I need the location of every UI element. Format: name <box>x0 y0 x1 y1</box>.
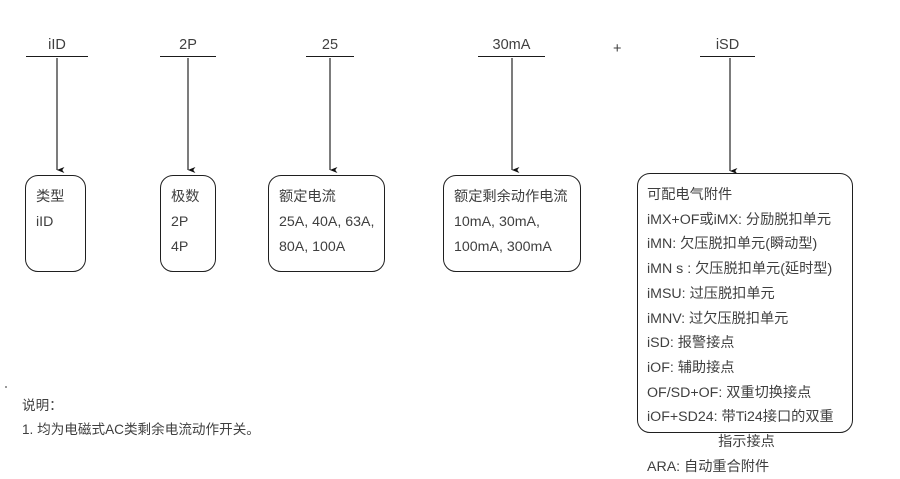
box-type: 类型 iID <box>25 175 86 272</box>
box-text-line: iMNV: 过欠压脱扣单元 <box>647 310 789 327</box>
box-text-line: 额定电流 <box>279 189 336 205</box>
footnote-block: 说明： 1. 均为电磁式AC类剩余电流动作开关。 <box>22 394 260 442</box>
box-text-line: iOF: 辅助接点 <box>647 359 735 376</box>
box-poles: 极数 2P 4P <box>160 175 216 272</box>
column-header-label: 30mA <box>492 37 531 53</box>
column-header-0: iID <box>26 36 88 57</box>
box-text-line: 类型 <box>36 189 65 205</box>
box-poles-lines: 极数 2P 4P <box>161 176 215 260</box>
box-text-line: 额定剩余动作电流 <box>454 189 568 205</box>
column-header-label: iID <box>48 37 66 53</box>
column-header-rule <box>700 56 755 57</box>
connector-arrows <box>56 58 738 174</box>
column-header-label: 2P <box>179 37 197 53</box>
footnote-line: 说明： <box>22 398 63 413</box>
stray-mark <box>5 386 7 388</box>
box-electrical-accessories: 可配电气附件 iMX+OF或iMX: 分励脱扣单元 iMN: 欠压脱扣单元(瞬动型)… <box>637 173 853 475</box>
box-rated-current: 额定电流 25A, 40A, 63A, 80A, 100A <box>268 175 385 272</box>
column-header-rule <box>26 56 88 57</box>
box-text-line: 2P <box>171 214 189 230</box>
column-header-label: 25 <box>321 37 339 53</box>
box-text-line: iMN: 欠压脱扣单元(瞬动型) <box>647 236 818 253</box>
box-rated-current-lines: 额定电流 25A, 40A, 63A, 80A, 100A <box>269 176 384 260</box>
box-text-line: 100mA, 300mA <box>454 239 552 255</box>
column-header-label: iSD <box>715 37 740 53</box>
box-text-line: iMSU: 过压脱扣单元 <box>647 285 775 302</box>
plus-operator: + <box>613 41 622 57</box>
box-text-line: 25A, 40A, 63A, <box>279 214 375 230</box>
box-text-line: iMN s : 欠压脱扣单元(延时型) <box>647 261 833 278</box>
box-type-lines: 类型 iID <box>26 176 85 235</box>
footnote-line: 1. 均为电磁式AC类剩余电流动作开关。 <box>22 422 260 437</box>
box-text-line: iOF+SD24: 带Ti24接口的双重 <box>647 409 834 426</box>
column-header-rule <box>160 56 216 57</box>
box-text-line: iID <box>36 214 54 230</box>
column-header-rule <box>306 56 354 57</box>
box-text-line: iSD: 报警接点 <box>647 335 735 352</box>
box-electrical-accessories-lines: 可配电气附件 iMX+OF或iMX: 分励脱扣单元 iMN: 欠压脱扣单元(瞬动型)… <box>638 174 852 479</box>
box-text-line: 10mA, 30mA, <box>454 214 540 230</box>
box-rated-residual-current: 额定剩余动作电流 10mA, 30mA, 100mA, 300mA <box>443 175 581 272</box>
box-text-line: iMX+OF或iMX: 分励脱扣单元 <box>647 211 832 228</box>
column-header-1: 2P <box>160 36 216 57</box>
box-rated-residual-current-lines: 额定剩余动作电流 10mA, 30mA, 100mA, 300mA <box>444 176 580 260</box>
column-header-3: 30mA <box>478 36 545 57</box>
box-text-line: 4P <box>171 239 189 255</box>
column-header-rule <box>478 56 545 57</box>
box-text-line: ARA: 自动重合附件 <box>647 458 770 475</box>
box-text-line: OF/SD+OF: 双重切换接点 <box>647 384 812 401</box>
column-header-4: iSD <box>700 36 755 57</box>
box-text-line: 80A, 100A <box>279 239 346 255</box>
box-text-line: 可配电气附件 <box>647 187 733 203</box>
box-text-line: 指示接点 <box>718 434 775 451</box>
column-header-2: 25 <box>306 36 354 57</box>
box-text-line: 极数 <box>171 189 200 205</box>
